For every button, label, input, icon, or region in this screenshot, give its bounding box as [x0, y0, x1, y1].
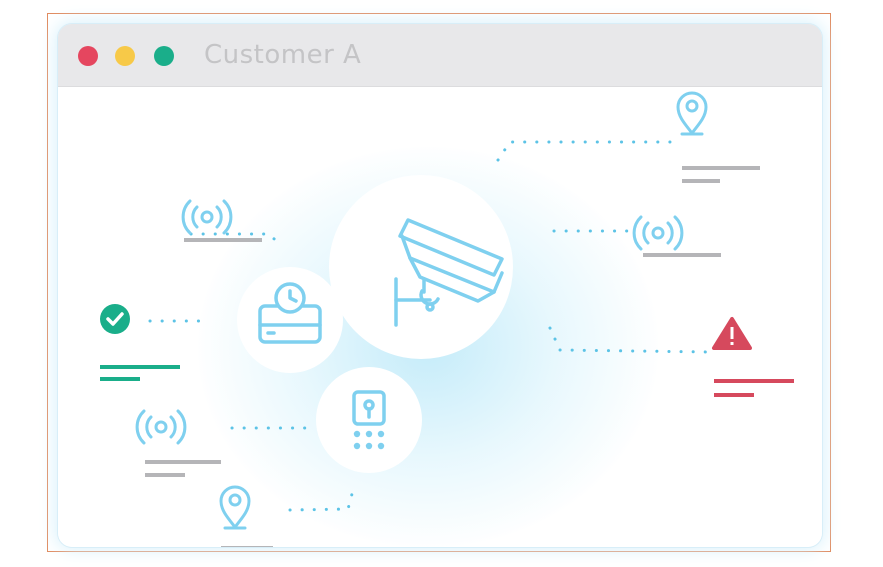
label-bar: [682, 166, 760, 170]
success-label-bar-short: [100, 377, 140, 381]
success-label-bar: [100, 365, 180, 369]
label-bar: [145, 460, 221, 464]
check-circle-icon: [100, 304, 130, 334]
security-camera-icon: [394, 218, 504, 327]
app-window: Customer A: [58, 24, 822, 547]
keypad-buttons: [353, 430, 385, 450]
time-clock-node[interactable]: [237, 267, 343, 373]
camera-node[interactable]: [329, 175, 513, 359]
location-pin-icon: [219, 485, 251, 530]
window-titlebar: Customer A: [58, 24, 822, 87]
diagram-canvas: [100, 91, 794, 547]
label-bar: [221, 546, 273, 547]
alert-label-bar: [714, 379, 794, 383]
connector-alert: [548, 326, 712, 354]
window-title: Customer A: [204, 40, 362, 70]
time-clock-device-icon: [258, 282, 322, 344]
alert-warning-icon: [712, 317, 752, 350]
label-bar: [184, 238, 262, 242]
connector-bottom-pin: [288, 492, 354, 512]
label-bar-short: [145, 473, 185, 477]
connector-top-right: [496, 140, 672, 162]
wireless-signal-icon: [181, 199, 233, 235]
access-keypad-icon: [352, 390, 386, 426]
keypad-node[interactable]: [316, 367, 422, 473]
label-bar: [643, 253, 721, 257]
location-pin-icon: [676, 91, 708, 136]
connector-top-left: [189, 232, 280, 244]
maximize-button[interactable]: [154, 46, 174, 66]
wireless-signal-icon: [135, 409, 187, 445]
label-bar-short: [682, 179, 720, 183]
alert-label-bar-short: [714, 393, 754, 397]
minimize-button[interactable]: [115, 46, 135, 66]
network-diagram: [58, 87, 822, 547]
wireless-signal-icon: [632, 215, 684, 251]
close-button[interactable]: [78, 46, 98, 66]
